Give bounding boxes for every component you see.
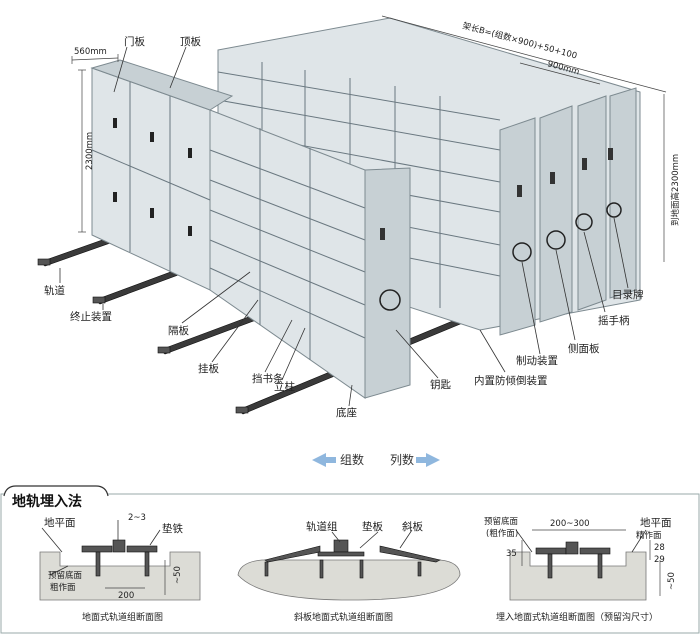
door-cabinet <box>90 59 234 291</box>
left-section-drawing <box>39 520 201 601</box>
label-gui-dao: 轨道 <box>44 284 65 297</box>
label-dim-560: 560mm <box>74 47 107 57</box>
right-jing-zuo-mian: 精作面 <box>636 530 662 541</box>
label-yao-shi: 钥匙 <box>430 378 451 391</box>
label-dang-shu-tiao: 挡书条 <box>252 372 284 385</box>
middle-gui-dao-zu: 轨道组 <box>306 520 338 533</box>
middle-dian-ban: 垫板 <box>362 520 383 533</box>
side-panels <box>499 87 637 336</box>
label-ge-ban: 隔板 <box>168 324 189 337</box>
label-ding-ban: 顶板 <box>180 35 201 48</box>
label-dim-2300: 2300mm <box>85 132 95 170</box>
open-shelf-unit <box>209 109 411 399</box>
label-yao-shou-bing: 摇手柄 <box>598 314 630 327</box>
right-dim-28: 28 <box>654 543 665 553</box>
direction-indicator <box>312 453 440 467</box>
right-dim-29: 29 <box>654 555 665 565</box>
label-di-zuo: 底座 <box>336 406 357 419</box>
right-cu-zuo-mian: (粗作面) <box>486 528 518 539</box>
label-fang-qing-dao: 内置防倾倒装置 <box>474 374 548 387</box>
section-title: 地轨埋入法 <box>12 493 82 510</box>
left-di-ping-mian: 地平面 <box>44 516 76 529</box>
label-gua-ban: 挂板 <box>198 362 219 375</box>
dimension-lines <box>71 15 667 262</box>
right-caption: 埋入地面式轨道组断面图（预留沟尺寸） <box>496 611 658 623</box>
left-yu-liu-di-mian: 预留底面 <box>48 570 83 581</box>
right-dim-35: 35 <box>506 549 517 559</box>
label-zhi-dong: 制动装置 <box>516 354 558 367</box>
left-caption: 地面式轨道组断面图 <box>82 611 163 623</box>
middle-xie-ban: 斜板 <box>402 520 423 533</box>
label-mu-lu-pai: 目录牌 <box>612 288 644 301</box>
left-cu-zuo-mian: 粗作面 <box>50 582 76 593</box>
left-dim-200: 200 <box>118 591 134 601</box>
right-yu-liu-di-mian: 预留底面 <box>484 516 519 527</box>
label-li-zhu: 立柱 <box>274 380 295 393</box>
callout-leaders <box>59 46 629 407</box>
label-columns: 列数 <box>390 452 414 467</box>
right-section-drawing <box>509 529 661 601</box>
label-ce-mian-ban: 侧面板 <box>568 342 600 355</box>
left-dian-tie: 垫铁 <box>162 522 183 535</box>
label-height-to-ground: 到地面高2300mm <box>670 154 681 226</box>
right-di-ping-mian: 地平面 <box>640 516 672 529</box>
label-men-ban: 门板 <box>124 35 145 48</box>
label-zhong-zhi: 终止装置 <box>70 310 112 323</box>
label-groups: 组数 <box>340 452 364 467</box>
right-dim-50: ~50 <box>667 572 677 590</box>
middle-caption: 斜板地面式轨道组断面图 <box>294 611 393 623</box>
installation-panel <box>0 485 700 634</box>
left-dim-2-3: 2~3 <box>128 513 146 523</box>
left-dim-50: ~50 <box>173 566 183 584</box>
right-dim-200-300: 200~300 <box>550 519 590 529</box>
middle-section-drawing <box>237 529 461 601</box>
